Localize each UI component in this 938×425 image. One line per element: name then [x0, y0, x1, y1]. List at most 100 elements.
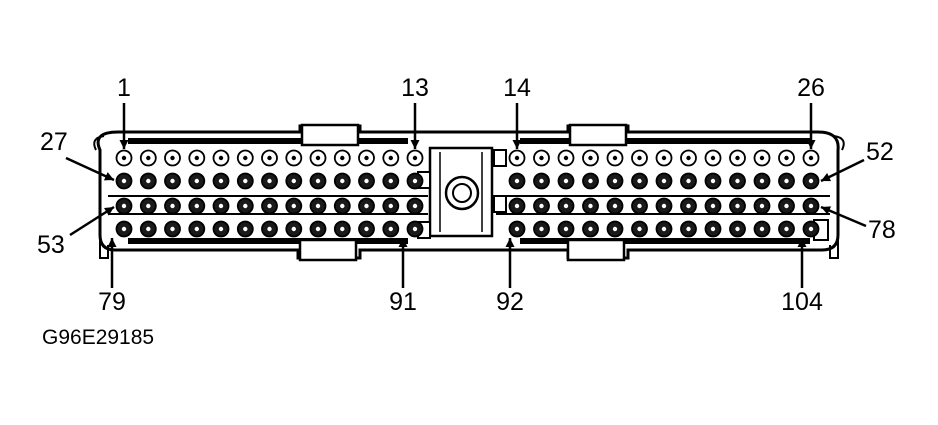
pin-mark-left-r4-c12 [388, 226, 393, 232]
pin-mark-left-r1-c4 [194, 155, 199, 161]
pin-mark-right-r3-c4 [588, 203, 593, 209]
pin-mark-left-r1-c3 [170, 155, 175, 161]
pin-mark-right-r1-c7 [661, 155, 667, 161]
pin-mark-left-r1-c8 [291, 155, 296, 161]
pin-mark-left-r3-c3 [170, 203, 175, 209]
leader-91-arrow [398, 238, 408, 247]
pin-mark-right-r3-c11 [759, 203, 765, 209]
pin-mark-right-r2-c7 [661, 178, 667, 184]
pin-mark-right-r4-c9 [710, 226, 716, 232]
pin-mark-left-r3-c10 [340, 203, 345, 209]
pin-label-78: 78 [868, 216, 896, 244]
pin-mark-left-r4-c1 [121, 226, 127, 232]
pin-mark-right-r1-c11 [759, 155, 765, 161]
leader-1-arrow [119, 140, 129, 149]
pin-mark-right-r1-c5 [612, 155, 618, 161]
pin-label-104: 104 [781, 288, 823, 316]
pin-mark-right-r3-c1 [514, 203, 520, 209]
pin-mark-right-r1-c9 [710, 155, 716, 161]
pin-mark-right-r2-c10 [735, 178, 740, 184]
pin-mark-right-r1-c12 [784, 155, 789, 161]
pin-mark-left-r4-c6 [243, 226, 248, 232]
pin-mark-right-r1-c10 [735, 155, 740, 161]
pin-label-1: 1 [117, 74, 131, 102]
pin-mark-right-r4-c11 [759, 226, 765, 232]
figure-id: G96E29185 [42, 326, 155, 349]
leader-79-arrow [107, 238, 117, 247]
pin-mark-right-r2-c12 [784, 178, 789, 184]
pin-mark-left-r1-c6 [243, 155, 248, 161]
pin-mark-right-r4-c13 [808, 226, 814, 232]
pin-mark-right-r2-c13 [808, 178, 814, 184]
pin-label-26: 26 [797, 74, 825, 102]
pin-mark-left-r4-c10 [340, 226, 345, 232]
pin-mark-left-r4-c13 [412, 226, 418, 232]
pin-mark-right-r1-c4 [588, 155, 593, 161]
pin-label-52: 52 [866, 138, 894, 166]
pin-mark-left-r2-c3 [170, 178, 175, 184]
pin-mark-right-r2-c1 [514, 178, 520, 184]
leader-92-arrow [505, 238, 515, 247]
pin-mark-left-r1-c7 [267, 155, 272, 161]
pin-mark-left-r2-c2 [146, 178, 151, 184]
leader-14-arrow [512, 140, 522, 149]
pin-grid [115, 149, 820, 238]
pin-mark-right-r2-c11 [759, 178, 765, 184]
pin-mark-right-r3-c9 [710, 203, 716, 209]
pin-mark-left-r2-c13 [412, 178, 418, 184]
pin-mark-left-r3-c6 [243, 203, 248, 209]
pin-mark-right-r1-c2 [539, 155, 544, 161]
pin-mark-right-r2-c9 [710, 178, 716, 184]
leader-52-arrow [821, 173, 832, 182]
pin-mark-right-r4-c5 [612, 226, 618, 232]
pin-mark-left-r3-c8 [291, 203, 296, 209]
pin-mark-left-r1-c5 [218, 155, 224, 161]
pin-mark-left-r4-c9 [315, 226, 321, 232]
pin-mark-left-r4-c7 [267, 226, 272, 232]
pin-label-53: 53 [37, 231, 65, 259]
leader-27-arrow [103, 172, 114, 181]
leader-26-arrow [806, 140, 816, 149]
pin-mark-left-r2-c12 [388, 178, 393, 184]
pin-mark-right-r3-c13 [808, 203, 814, 209]
pin-mark-right-r3-c6 [637, 203, 642, 209]
pin-mark-right-r3-c2 [539, 203, 544, 209]
pin-label-14: 14 [503, 74, 531, 102]
pin-label-92: 92 [496, 288, 524, 316]
top-tab-right [568, 123, 628, 147]
pin-mark-left-r2-c7 [267, 178, 272, 184]
pin-mark-left-r3-c1 [121, 203, 127, 209]
pin-mark-right-r2-c4 [588, 178, 593, 184]
pin-mark-left-r2-c6 [243, 178, 248, 184]
pin-mark-right-r3-c5 [612, 203, 618, 209]
pin-mark-right-r4-c1 [514, 226, 520, 232]
leader-lines [65, 103, 867, 288]
pin-mark-left-r1-c9 [315, 155, 321, 161]
pin-mark-right-r4-c7 [661, 226, 667, 232]
pin-mark-right-r2-c6 [637, 178, 642, 184]
pin-mark-right-r1-c1 [514, 155, 520, 161]
pin-mark-left-r2-c11 [364, 178, 369, 184]
pin-mark-right-r4-c3 [563, 226, 569, 232]
pin-mark-left-r2-c9 [315, 178, 321, 184]
pin-mark-right-r4-c12 [784, 226, 789, 232]
bottom-tab-right [566, 238, 626, 262]
pin-label-79: 79 [98, 288, 126, 316]
pin-mark-left-r4-c8 [291, 226, 296, 232]
pin-mark-right-r1-c6 [637, 155, 642, 161]
pin-mark-right-r1-c3 [563, 155, 569, 161]
pin-mark-right-r3-c3 [563, 203, 569, 209]
pin-mark-right-r4-c6 [637, 226, 642, 232]
pin-mark-left-r3-c2 [146, 203, 151, 209]
pin-mark-left-r1-c11 [364, 155, 369, 161]
pin-mark-left-r3-c13 [412, 203, 418, 209]
leader-78-arrow [821, 206, 832, 215]
pin-mark-left-r3-c11 [364, 203, 369, 209]
pin-mark-right-r4-c2 [539, 226, 544, 232]
pin-mark-right-r4-c4 [588, 226, 593, 232]
pin-mark-left-r1-c10 [340, 155, 345, 161]
pin-mark-left-r1-c13 [412, 155, 418, 161]
pin-mark-left-r3-c7 [267, 203, 272, 209]
